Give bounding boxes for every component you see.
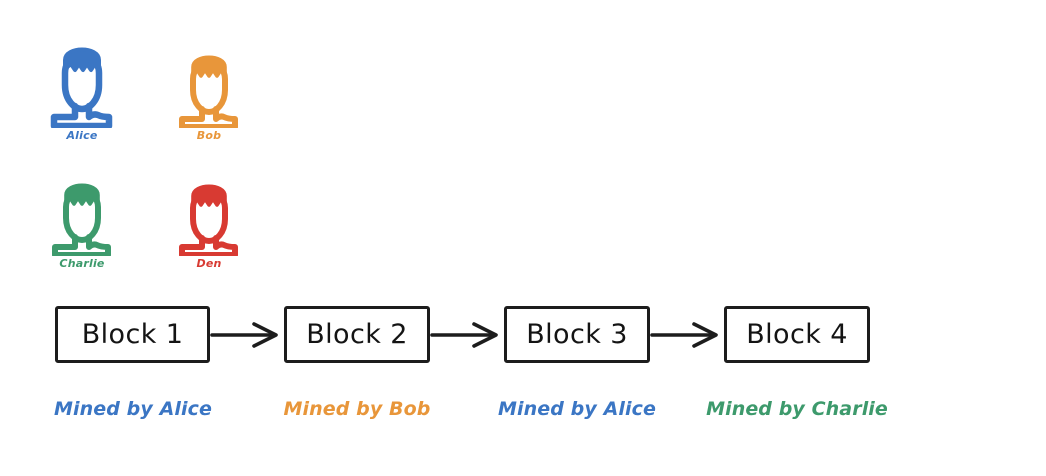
block-label: Block 2 — [306, 319, 408, 350]
participant-label: Charlie — [59, 257, 105, 270]
person-avatar-icon — [50, 47, 113, 128]
participant-label: Alice — [66, 129, 98, 142]
participant-label: Bob — [196, 129, 222, 142]
block-1-caption: Mined by Alice — [54, 398, 212, 420]
person-avatar-icon — [52, 183, 111, 256]
participant-label: Den — [196, 257, 222, 270]
block-2-caption: Mined by Bob — [283, 398, 431, 420]
block-label: Block 1 — [81, 319, 184, 350]
participant-den[interactable]: Den — [161, 173, 257, 270]
arrow-block1-to-block2 — [210, 322, 278, 348]
block-3[interactable]: Block 3 — [504, 306, 650, 363]
participant-alice[interactable]: Alice — [34, 33, 130, 142]
block-3-caption: Mined by Alice — [498, 398, 656, 420]
participant-charlie[interactable]: Charlie — [34, 171, 130, 270]
arrow-block2-to-block3 — [430, 322, 498, 348]
participant-bob[interactable]: Bob — [161, 41, 257, 142]
arrow-block3-to-block4 — [650, 322, 718, 348]
person-avatar-icon — [179, 55, 238, 128]
block-4-caption: Mined by Charlie — [706, 398, 888, 420]
block-4[interactable]: Block 4 — [724, 306, 870, 363]
block-2[interactable]: Block 2 — [284, 306, 430, 363]
block-label: Block 4 — [746, 319, 848, 350]
block-label: Block 3 — [526, 319, 628, 350]
block-1[interactable]: Block 1 — [55, 306, 210, 363]
person-avatar-icon — [179, 184, 238, 256]
